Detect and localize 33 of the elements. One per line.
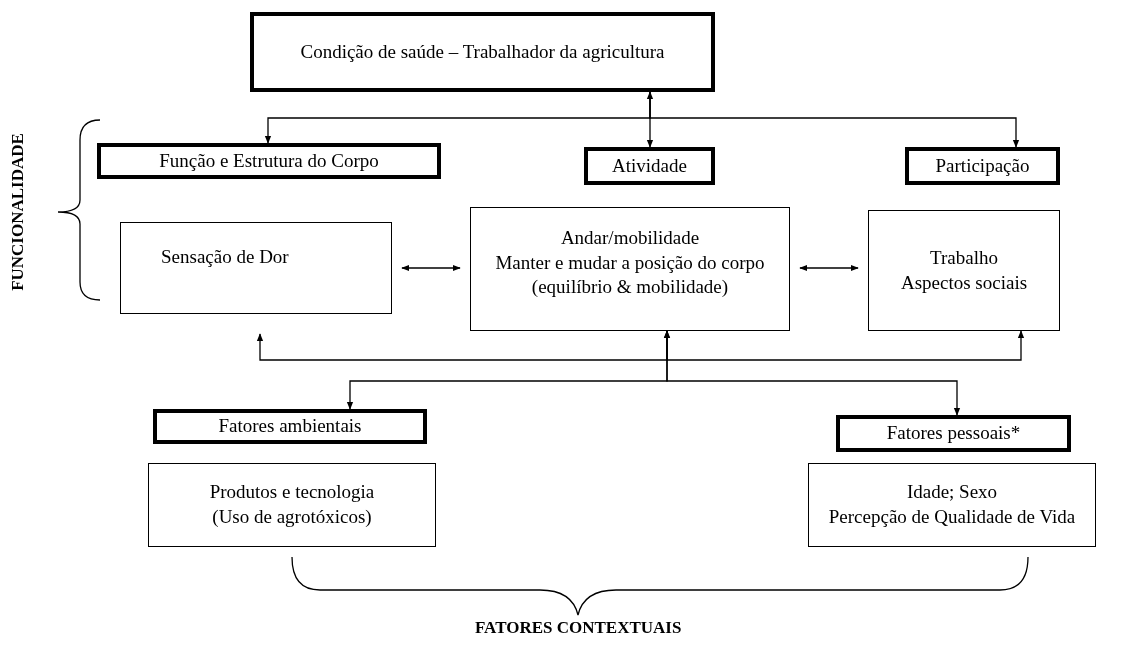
heading-box bbox=[584, 147, 715, 185]
content-box bbox=[148, 463, 436, 547]
arrow bbox=[666, 330, 1025, 361]
box-text: Atividade bbox=[612, 153, 687, 178]
content-box bbox=[120, 222, 392, 314]
side-label: FUNCIONALIDADE bbox=[7, 133, 28, 291]
box-text: Idade; Sexo bbox=[906, 480, 998, 505]
heading-box bbox=[250, 12, 715, 92]
box-text: Percepção de Qualidade de Vida bbox=[828, 505, 1076, 529]
box-text: Condição de saúde – Trabalhador da agricultura bbox=[300, 39, 665, 64]
box-text: Função e Estrutura do Corpo bbox=[159, 148, 379, 173]
box-text: Participação bbox=[935, 153, 1030, 178]
box-text: Fatores pessoais* bbox=[886, 421, 1021, 446]
heading-box bbox=[836, 415, 1071, 452]
box-text: Aspectos sociais bbox=[900, 270, 1028, 295]
arrow bbox=[401, 264, 461, 272]
box-text: Manter e mudar a posição do corpo (equilíbrio & mobilidade) bbox=[495, 250, 765, 300]
arrow bbox=[799, 264, 859, 272]
content-box bbox=[868, 210, 1060, 331]
box-text: Fatores ambientais bbox=[218, 414, 362, 439]
arrow bbox=[649, 91, 1020, 148]
bottom-label: FATORES CONTEXTUAIS bbox=[475, 618, 682, 638]
content-box bbox=[470, 207, 790, 331]
heading-box bbox=[97, 143, 441, 179]
box-text: Trabalho bbox=[930, 245, 998, 270]
arrow bbox=[663, 330, 961, 416]
box-text: Andar/mobilidade bbox=[560, 226, 700, 250]
box-text: (Uso de agrotóxicos) bbox=[212, 505, 372, 529]
heading-box bbox=[153, 409, 427, 444]
content-box bbox=[808, 463, 1096, 547]
box-text: Sensação de Dor bbox=[161, 245, 289, 269]
heading-box bbox=[905, 147, 1060, 185]
box-text: Produtos e tecnologia bbox=[209, 480, 375, 505]
